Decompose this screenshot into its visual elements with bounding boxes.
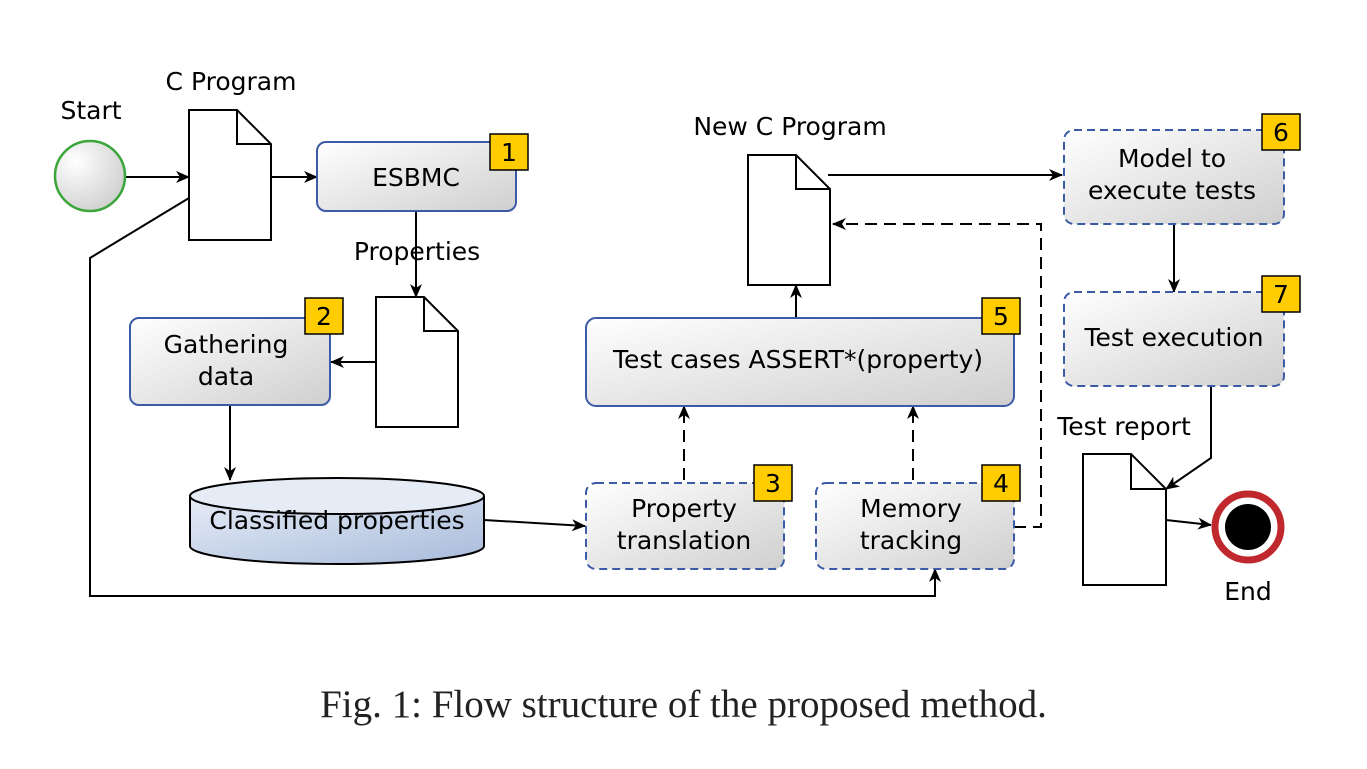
- property-label-line2: translation: [617, 526, 751, 555]
- arrow-memory-to-newcprogram: [832, 218, 1042, 528]
- properties-document: [375, 296, 459, 428]
- badge-1-number: 1: [501, 138, 517, 167]
- arrow-test-execution-to-report: [1165, 386, 1212, 490]
- arrow-cprogram-to-memory-tracking: [89, 197, 941, 597]
- flow-diagram: Start End C Program Properties New C Pro…: [53, 67, 1301, 606]
- c-program-label: C Program: [166, 67, 297, 96]
- classified-properties-database: Classified properties: [189, 477, 485, 565]
- gathering-label-line1: Gathering: [164, 330, 289, 359]
- new-c-program-label: New C Program: [693, 112, 886, 141]
- badge-7-number: 7: [1273, 280, 1289, 309]
- badge-6-number: 6: [1273, 118, 1289, 147]
- end-label: End: [1224, 577, 1272, 606]
- start-node: [53, 139, 127, 213]
- end-node: [1211, 490, 1285, 564]
- test-report-label: Test report: [1056, 412, 1191, 441]
- memory-label-line2: tracking: [860, 526, 962, 555]
- test-report-document: [1082, 453, 1167, 586]
- badge-1: [489, 133, 529, 171]
- figure-caption: Fig. 1: Flow structure of the proposed m…: [320, 683, 1047, 726]
- memory-label-line1: Memory: [860, 494, 962, 523]
- badge-4: [981, 464, 1021, 502]
- test-execution-box: Test execution 7: [1063, 275, 1301, 387]
- model-label-line1: Model to: [1118, 144, 1226, 173]
- badge-2: [304, 297, 344, 335]
- badge-2-number: 2: [316, 302, 332, 331]
- badge-3-number: 3: [765, 469, 781, 498]
- esbmc-label: ESBMC: [372, 163, 460, 192]
- new-c-program-document: [747, 154, 831, 286]
- test-cases-label: Test cases ASSERT*(property): [612, 345, 983, 374]
- classified-label: Classified properties: [209, 506, 464, 535]
- badge-5-number: 5: [993, 302, 1009, 331]
- model-label-line2: execute tests: [1088, 176, 1256, 205]
- gathering-data-box: Gathering data 2: [129, 297, 344, 406]
- badge-3: [753, 464, 793, 502]
- badge-4-number: 4: [993, 469, 1009, 498]
- test-cases-box: Test cases ASSERT*(property) 5: [585, 297, 1021, 407]
- gathering-label-line2: data: [198, 362, 254, 391]
- badge-5: [981, 297, 1021, 335]
- badge-7: [1261, 275, 1301, 313]
- connectors: [89, 169, 1212, 597]
- properties-label: Properties: [354, 237, 480, 266]
- model-execute-tests-box: Model to execute tests 6: [1063, 113, 1301, 225]
- test-execution-label: Test execution: [1083, 323, 1263, 352]
- start-label: Start: [60, 96, 121, 125]
- property-label-line1: Property: [631, 494, 737, 523]
- property-translation-box: Property translation 3: [585, 464, 793, 570]
- esbmc-box: ESBMC 1: [316, 133, 529, 212]
- badge-6: [1261, 113, 1301, 151]
- memory-tracking-box: Memory tracking 4: [815, 464, 1021, 570]
- c-program-document: [188, 109, 272, 241]
- arrow-classified-to-property-translation: [483, 519, 586, 532]
- arrow-report-to-end: [1165, 517, 1212, 530]
